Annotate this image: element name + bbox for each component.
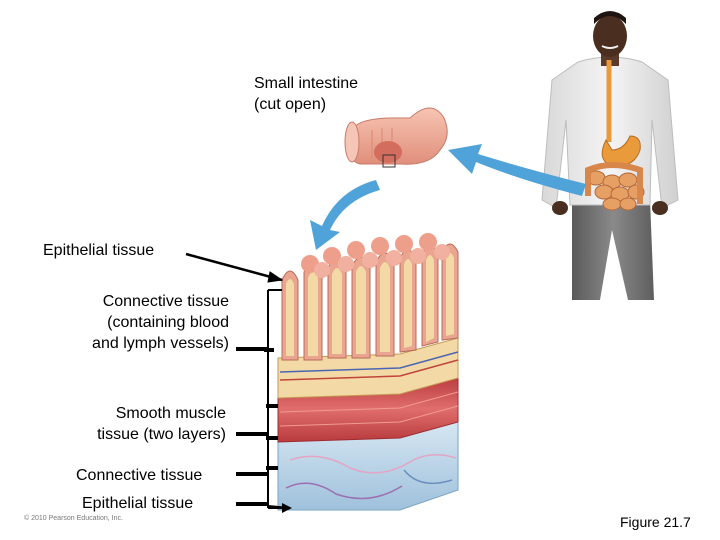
colon — [585, 162, 643, 204]
connective-tissue-label-line3: and lymph vessels) — [92, 335, 229, 352]
connective-tissue-label-line1: Connective tissue — [102, 293, 229, 310]
leader-lines — [185, 252, 292, 513]
epithelial-tissue-bottom-label: Epithelial tissue — [82, 495, 194, 512]
human-figure — [541, 11, 679, 300]
villi — [281, 233, 459, 361]
smooth-muscle-label-line1: Smooth muscle — [115, 405, 226, 422]
tissue-block — [277, 233, 459, 511]
small-intestine-label: Small intestine (cut open) — [254, 73, 358, 115]
connective-tissue-bottom-label: Connective tissue — [76, 467, 203, 484]
small-intestine-label-line2: (cut open) — [254, 96, 327, 113]
pants — [572, 200, 654, 300]
connective-tissue-label: Connective tissue (containing blood and … — [55, 291, 229, 354]
figure-number: Figure 21.7 — [620, 514, 691, 530]
smooth-muscle-label-line2: tissue (two layers) — [97, 426, 226, 443]
intestines-small — [586, 170, 645, 211]
zoom-arrow-down — [310, 180, 380, 250]
small-intestine-label-line1: Small intestine — [254, 75, 359, 92]
smooth-muscle-label: Smooth muscle tissue (two layers) — [55, 403, 226, 445]
small-intestine-segment — [344, 107, 448, 168]
head — [593, 15, 627, 57]
copyright-notice: © 2010 Pearson Education, Inc. — [24, 515, 123, 522]
connective-tissue-label-line2: (containing blood — [107, 314, 229, 331]
epithelial-tissue-top-label: Epithelial tissue — [43, 242, 155, 259]
magnify-box — [382, 154, 396, 168]
zoom-arrow — [448, 144, 586, 196]
stomach — [601, 135, 641, 167]
